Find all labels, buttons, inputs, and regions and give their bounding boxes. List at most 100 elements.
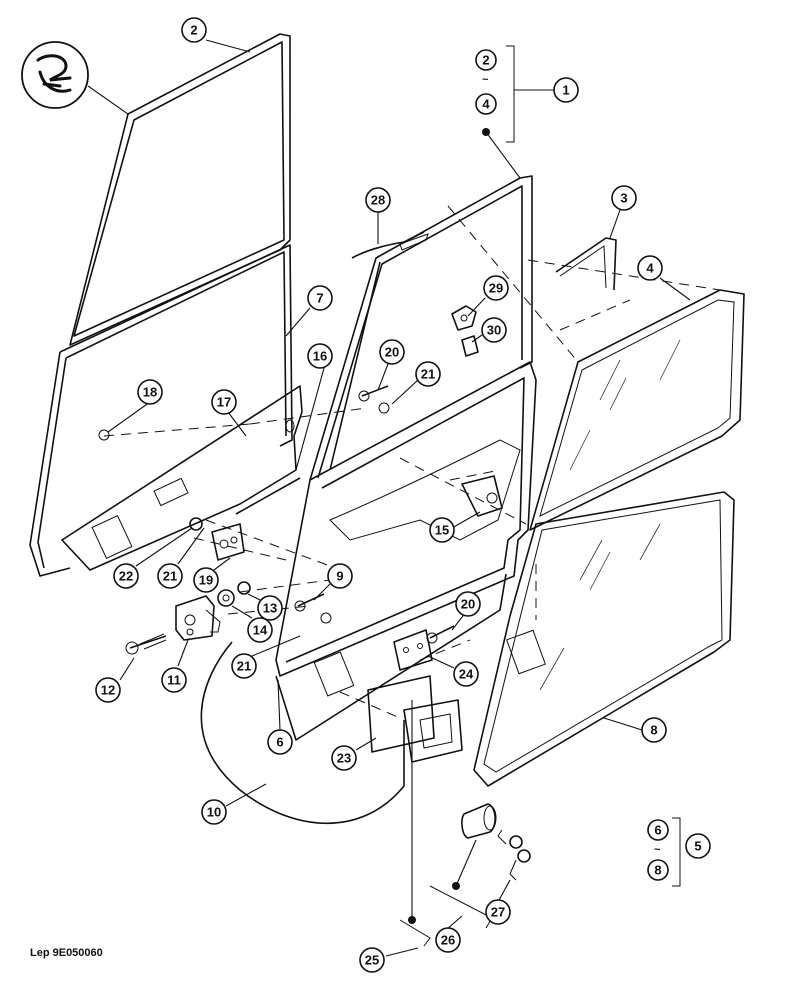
callout-19: 19 xyxy=(193,567,219,593)
svg-text:20: 20 xyxy=(385,345,399,360)
svg-text:7: 7 xyxy=(316,291,323,306)
callout-20-lower: 20 xyxy=(455,591,481,617)
callout-30: 30 xyxy=(481,317,507,343)
callout-29: 29 xyxy=(483,275,509,301)
svg-text:3: 3 xyxy=(620,191,627,206)
callout-6: 6 xyxy=(267,729,293,755)
hinge-plate-part-24 xyxy=(393,629,433,671)
callout-20-upper: 20 xyxy=(379,339,405,365)
bracket-part-19 xyxy=(211,523,245,561)
svg-text:17: 17 xyxy=(217,395,231,410)
callout-7: 7 xyxy=(307,285,333,311)
svg-text:2: 2 xyxy=(190,23,197,38)
callout-6-group: 6 xyxy=(647,819,669,841)
callout-4-group: 4 xyxy=(475,93,497,115)
lock-cylinder-part-26 xyxy=(461,803,497,839)
svg-text:2: 2 xyxy=(482,53,489,68)
callout-15: 15 xyxy=(429,517,455,543)
callout-13: 13 xyxy=(257,595,283,621)
callout-25: 25 xyxy=(359,947,385,973)
callout-10: 10 xyxy=(201,799,227,825)
svg-text:21: 21 xyxy=(421,367,435,382)
callout-5: 5 xyxy=(685,833,711,859)
lower-glass-part-8 xyxy=(473,491,735,787)
reference-code: Lep 9E050060 xyxy=(30,947,103,959)
svg-text:26: 26 xyxy=(441,933,455,948)
svg-text:29: 29 xyxy=(489,281,503,296)
tilde-group-1: ~ xyxy=(482,74,489,86)
group-bracket-25-26 xyxy=(399,700,493,947)
callout-11: 11 xyxy=(161,667,187,693)
svg-text:23: 23 xyxy=(337,751,351,766)
alignment-lines xyxy=(103,205,721,719)
washer-part-14 xyxy=(217,589,235,607)
inner-panel-part-17 xyxy=(61,385,303,571)
cable-part-10 xyxy=(200,641,405,825)
seal-strip-part-3 xyxy=(555,237,617,291)
callout-4: 4 xyxy=(637,255,663,281)
leader-lines xyxy=(107,39,691,957)
door-seal-part-2 xyxy=(29,33,293,577)
svg-text:24: 24 xyxy=(459,667,474,682)
nut-part-13 xyxy=(237,581,251,595)
callout-23: 23 xyxy=(331,745,357,771)
svg-text:4: 4 xyxy=(482,97,490,112)
callout-21-upper: 21 xyxy=(415,361,441,387)
svg-text:5: 5 xyxy=(694,839,701,854)
svg-text:1: 1 xyxy=(562,83,569,98)
latch-part-15 xyxy=(461,475,503,517)
weatherstrip-part-28 xyxy=(351,231,429,259)
rod-part-16 xyxy=(235,477,301,515)
callout-1: 1 xyxy=(553,77,579,103)
callout-9: 9 xyxy=(327,563,353,589)
door-frame-part-6 xyxy=(275,175,537,741)
clip-part-18 xyxy=(98,429,110,441)
svg-text:30: 30 xyxy=(487,323,501,338)
group-bracket-5 xyxy=(672,817,681,887)
callout-14: 14 xyxy=(247,617,273,643)
callout-26: 26 xyxy=(435,927,461,953)
svg-text:20: 20 xyxy=(461,597,475,612)
svg-text:19: 19 xyxy=(199,573,213,588)
svg-text:16: 16 xyxy=(313,349,327,364)
svg-text:12: 12 xyxy=(101,683,115,698)
svg-text:6: 6 xyxy=(276,735,283,750)
callout-21-lower: 21 xyxy=(231,653,257,679)
svg-text:18: 18 xyxy=(143,385,157,400)
callout-8-group: 8 xyxy=(647,859,669,881)
svg-text:14: 14 xyxy=(253,623,268,638)
callout-2-top: 2 xyxy=(181,17,207,43)
knob-part-29 xyxy=(451,305,477,331)
callout-27: 27 xyxy=(485,899,511,925)
washer-part-22 xyxy=(189,517,203,531)
callout-18: 18 xyxy=(137,379,163,405)
callout-17: 17 xyxy=(211,389,237,415)
callout-8: 8 xyxy=(641,717,667,743)
seal-profile-icon xyxy=(21,41,129,115)
svg-text:21: 21 xyxy=(237,659,251,674)
svg-text:21: 21 xyxy=(163,569,177,584)
svg-text:15: 15 xyxy=(435,523,449,538)
handle-part-23 xyxy=(367,675,463,763)
group-bracket-1 xyxy=(482,45,554,179)
svg-text:10: 10 xyxy=(207,805,221,820)
svg-text:22: 22 xyxy=(119,569,133,584)
callout-bubbles: 2 1 2 ~ 4 28 3 4 29 30 7 20 21 16 18 17 … xyxy=(95,17,711,973)
svg-text:25: 25 xyxy=(365,953,379,968)
callout-22: 22 xyxy=(113,563,139,589)
keys-part-27 xyxy=(497,829,531,881)
callout-28: 28 xyxy=(365,187,391,213)
callout-16: 16 xyxy=(307,343,333,369)
latch-part-11 xyxy=(175,595,221,641)
svg-text:27: 27 xyxy=(491,905,505,920)
fitting-part-30 xyxy=(461,335,479,357)
svg-text:8: 8 xyxy=(650,723,657,738)
tilde-group-5: ~ xyxy=(654,844,661,856)
svg-text:28: 28 xyxy=(371,193,385,208)
svg-text:11: 11 xyxy=(167,673,181,688)
svg-text:6: 6 xyxy=(654,823,661,838)
svg-text:8: 8 xyxy=(654,863,661,878)
svg-text:9: 9 xyxy=(336,569,343,584)
svg-text:13: 13 xyxy=(263,601,277,616)
